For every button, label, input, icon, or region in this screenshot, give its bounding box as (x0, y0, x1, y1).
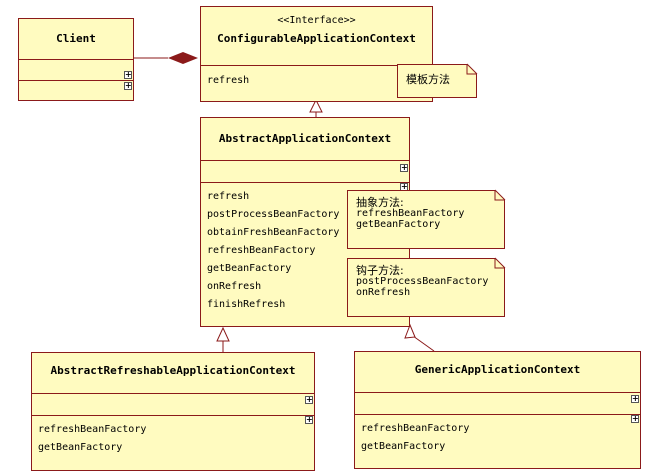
operations-section: + (19, 80, 133, 100)
expand-icon[interactable]: + (631, 414, 639, 423)
operations-section: refresh (201, 65, 432, 90)
expand-icon[interactable]: + (124, 70, 132, 79)
operation: refreshBeanFactory (361, 423, 470, 434)
operation: refreshBeanFactory (207, 245, 316, 256)
stereotype-label: <<Interface>> (277, 15, 356, 26)
operation: refresh (207, 75, 250, 86)
note-template-method[interactable]: 模板方法 (397, 64, 477, 98)
expand-icon[interactable]: + (305, 415, 313, 424)
note-text: 模板方法 (406, 73, 450, 86)
operation: getBeanFactory (38, 442, 123, 453)
attributes-section: + (19, 59, 133, 80)
expand-icon[interactable]: + (305, 395, 313, 404)
operation: postProcessBeanFactory (207, 209, 340, 220)
class-name: ConfigurableApplicationContext (217, 32, 416, 45)
operations-section: + refresh postProcessBeanFactory obtainF… (201, 182, 409, 314)
expand-icon[interactable]: + (631, 394, 639, 403)
note-hook-methods[interactable]: 钩子方法: postProcessBeanFactory onRefresh (347, 258, 505, 317)
class-header: <<Interface>> ConfigurableApplicationCon… (201, 7, 432, 65)
expand-icon[interactable]: + (400, 163, 408, 172)
operation: obtainFreshBeanFactory (207, 227, 340, 238)
operation: getBeanFactory (207, 263, 292, 274)
class-name: GenericApplicationContext (414, 363, 581, 376)
note-line: postProcessBeanFactory (356, 276, 489, 287)
expand-icon[interactable]: + (400, 182, 408, 191)
operation: getBeanFactory (361, 441, 446, 452)
note-title: 抽象方法: (356, 196, 404, 209)
attributes-section: + (201, 160, 409, 182)
class-generic-application-context[interactable]: GenericApplicationContext + + refreshBea… (354, 351, 641, 469)
composition-diamond (168, 52, 198, 64)
class-abstract-refreshable-application-context[interactable]: AbstractRefreshableApplicationContext + … (31, 352, 315, 471)
class-name: Client (56, 32, 96, 45)
inheritance-line-right (412, 335, 435, 352)
class-name: AbstractApplicationContext (218, 132, 392, 145)
inheritance-arrowhead-right (404, 323, 416, 339)
attributes-section: + (32, 393, 314, 415)
operation: refreshBeanFactory (38, 424, 147, 435)
class-name: AbstractRefreshableApplicationContext (50, 364, 296, 377)
class-configurable-application-context[interactable]: <<Interface>> ConfigurableApplicationCon… (200, 6, 433, 102)
expand-icon[interactable]: + (124, 81, 132, 90)
note-line: refreshBeanFactory (356, 208, 465, 219)
realization-arrowhead (309, 98, 323, 113)
note-line: getBeanFactory (356, 219, 441, 230)
operations-section: + refreshBeanFactory getBeanFactory (355, 414, 640, 456)
note-title: 钩子方法: (356, 264, 404, 277)
operation: finishRefresh (207, 299, 286, 310)
note-abstract-methods[interactable]: 抽象方法: refreshBeanFactory getBeanFactory (347, 190, 505, 249)
inheritance-arrowhead-left (216, 326, 230, 342)
attributes-section: + (355, 392, 640, 414)
operations-section: + refreshBeanFactory getBeanFactory (32, 415, 314, 457)
note-line: onRefresh (356, 287, 411, 298)
operation: refresh (207, 191, 250, 202)
operation: onRefresh (207, 281, 262, 292)
class-client[interactable]: Client + + (18, 18, 134, 101)
